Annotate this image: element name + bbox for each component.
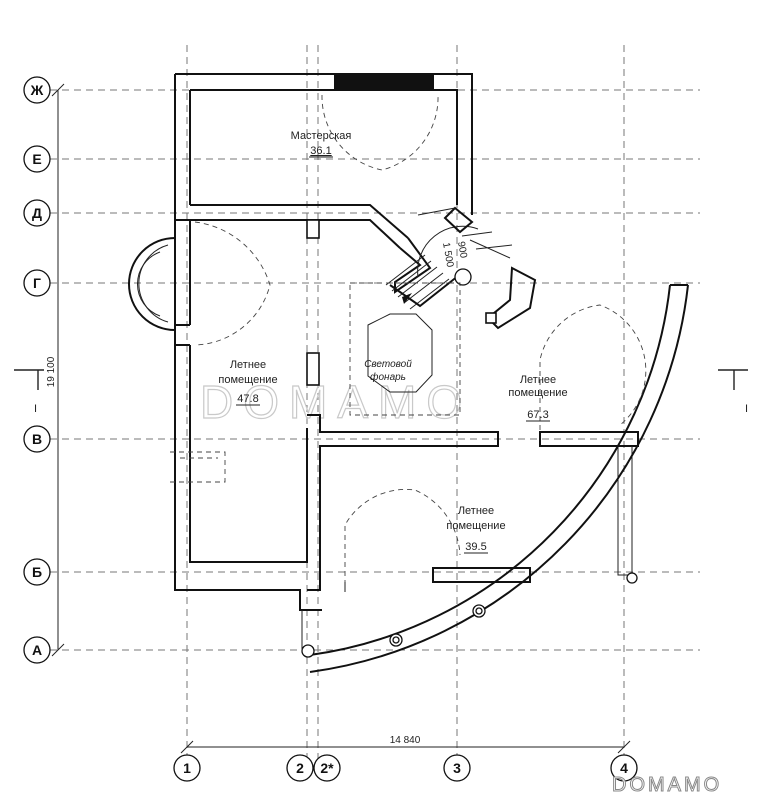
watermark: DOMAMO xyxy=(200,376,472,428)
axis-row-b-label: Б xyxy=(32,564,42,580)
door-swings xyxy=(194,94,647,592)
room-workshop-area: 36.1 xyxy=(310,145,331,157)
section-marks: I I xyxy=(14,369,748,415)
axis-row-g-circle xyxy=(23,269,51,297)
curved-wall xyxy=(301,284,689,673)
room-summer-right-name1: Летнее xyxy=(520,374,556,386)
axis-col-4-circle xyxy=(610,754,638,782)
axis-row-zh-label: Ж xyxy=(30,82,44,98)
column-axis-markers: 1 2 2* 3 4 xyxy=(173,754,638,782)
stair-mark-b: 900 xyxy=(455,241,469,260)
axis-col-3-circle xyxy=(443,754,471,782)
room-summer-bottom-name2: помещение xyxy=(446,520,505,532)
axis-col-2star-label: 2* xyxy=(320,760,334,776)
axis-col-2-label: 2 xyxy=(296,760,304,776)
axis-row-a-circle xyxy=(23,636,51,664)
room-summer-left-name1: Летнее xyxy=(230,359,266,371)
section-mark-right: I xyxy=(745,403,748,415)
top-window-block xyxy=(334,74,434,90)
skylight-label-line2: фонарь xyxy=(370,371,406,383)
axis-col-1-circle xyxy=(173,754,201,782)
dimension-width: 14 840 xyxy=(390,735,421,746)
axis-col-2-circle xyxy=(286,754,314,782)
room-labels: Мастерская 36.1 Летнее помещение 47.8 Ле… xyxy=(218,130,568,554)
room-summer-bottom-area: 39.5 xyxy=(465,541,486,553)
dimension-lines: 19 100 14 840 xyxy=(46,83,631,754)
axis-row-b-circle xyxy=(23,558,51,586)
axis-col-3-label: 3 xyxy=(453,760,461,776)
axis-row-a-label: А xyxy=(32,642,42,658)
axis-col-1-label: 1 xyxy=(183,760,191,776)
axis-row-d-label: Д xyxy=(32,205,42,221)
room-workshop-name: Мастерская xyxy=(291,130,352,142)
exterior-step xyxy=(170,451,226,483)
skylight: Световой фонарь xyxy=(349,282,461,416)
axis-col-2star-circle xyxy=(313,754,341,782)
walls xyxy=(174,73,639,611)
room-summer-right-name2: помещение xyxy=(508,387,567,399)
section-mark-left: I xyxy=(34,403,37,415)
axis-row-e-circle xyxy=(23,145,51,173)
stair-mark-a: 1 500 xyxy=(440,242,455,269)
dimension-height: 19 100 xyxy=(46,356,57,387)
bay-window xyxy=(128,237,176,331)
room-summer-right-area: 67.3 xyxy=(527,409,548,421)
room-summer-bottom-name1: Летнее xyxy=(458,505,494,517)
room-summer-left-name2: помещение xyxy=(218,374,277,386)
axis-row-v-circle xyxy=(23,425,51,453)
row-axis-markers: Ж Е Д Г В Б А xyxy=(23,76,51,664)
grid-lines xyxy=(50,45,700,760)
axis-row-g-label: Г xyxy=(33,275,41,291)
staircase: 1 500 900 xyxy=(385,206,537,330)
axis-row-zh-circle xyxy=(23,76,51,104)
skylight-label-line1: Световой xyxy=(364,359,412,370)
room-summer-left-area: 47.8 xyxy=(237,393,258,405)
corner-logo: DOMAMO xyxy=(612,774,722,796)
axis-col-4-label: 4 xyxy=(620,760,628,776)
axis-row-v-label: В xyxy=(32,431,42,447)
axis-row-d-circle xyxy=(23,199,51,227)
axis-row-e-label: Е xyxy=(32,151,41,167)
